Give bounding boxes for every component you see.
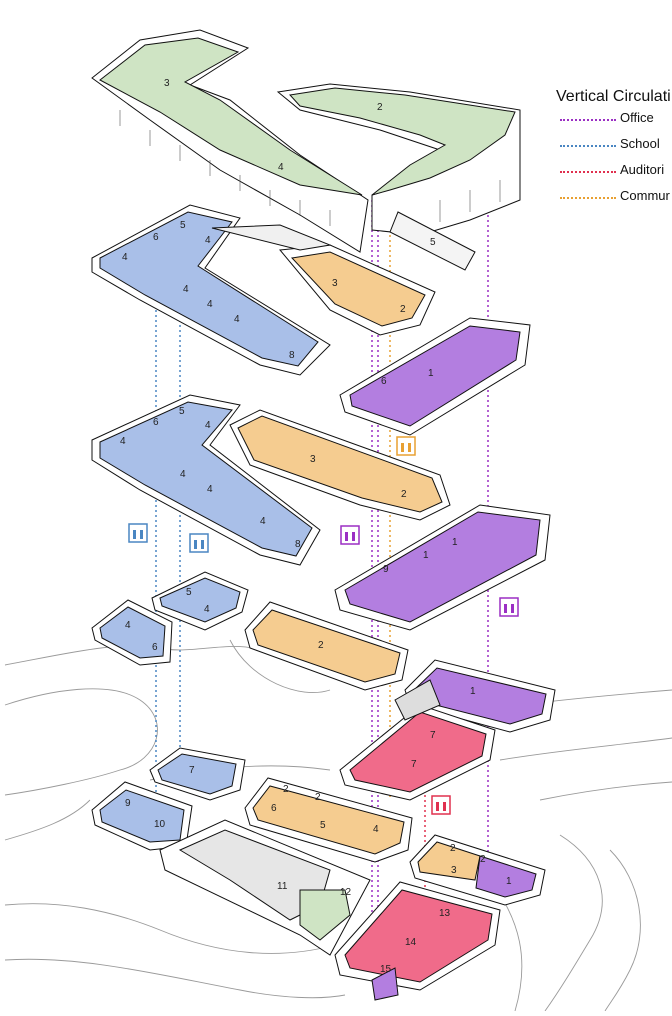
community-elevator-icon <box>396 436 416 456</box>
room-label: 2 <box>315 792 321 803</box>
room-label: 1 <box>423 550 429 561</box>
room-label: 6 <box>152 642 158 653</box>
legend-label: Office <box>620 110 654 125</box>
legend-item-school: School <box>556 134 672 158</box>
room-label: 2 <box>400 304 406 315</box>
office-elevator-icon <box>340 525 360 545</box>
room-label: 11 <box>277 881 288 892</box>
room-label: 4 <box>205 235 211 246</box>
level-k-community <box>244 777 413 863</box>
level-h <box>339 659 556 801</box>
room-label: 4 <box>278 162 284 173</box>
room-label: 6 <box>153 417 159 428</box>
legend-item-office: Office <box>556 108 672 132</box>
room-label: 2 <box>450 843 456 854</box>
legend-title: Vertical Circulati <box>556 88 671 105</box>
room-label: 6 <box>381 376 387 387</box>
room-label: 9 <box>383 564 389 575</box>
room-label: 12 <box>340 887 352 898</box>
room-label: 6 <box>153 232 159 243</box>
room-label: 7 <box>430 730 436 741</box>
room-label: 5 <box>430 237 436 248</box>
room-label: 2 <box>283 784 289 795</box>
ground-level <box>159 819 501 1001</box>
level-g-community <box>244 601 409 691</box>
level-d <box>334 504 551 631</box>
legend-label: Auditori <box>620 162 665 177</box>
circulation-icons <box>128 436 519 815</box>
room-label: 8 <box>289 350 295 361</box>
legend-item-auditorium: Auditori <box>556 160 672 184</box>
office-elevator-icon <box>499 597 519 617</box>
room-label: 8 <box>295 539 301 550</box>
room-label: 4 <box>207 299 213 310</box>
legend-item-community: Commur <box>556 186 672 210</box>
roof-level <box>91 29 521 271</box>
room-label: 3 <box>310 454 316 465</box>
room-label: 1 <box>452 537 458 548</box>
room-label: 2 <box>318 640 324 651</box>
room-label: 2 <box>377 102 383 113</box>
school-elevator-icon <box>189 533 209 553</box>
room-label: 4 <box>373 824 379 835</box>
legend-label: School <box>620 136 660 151</box>
school-line-swatch <box>560 145 616 147</box>
room-label: 9 <box>125 798 131 809</box>
room-label: 10 <box>154 819 166 830</box>
room-label: 5 <box>180 220 186 231</box>
level-c <box>91 394 451 566</box>
legend-label: Commur <box>620 188 670 203</box>
room-label: 3 <box>164 78 170 89</box>
level-a <box>91 204 436 376</box>
auditorium-line-swatch <box>560 171 616 173</box>
room-label: 5 <box>179 406 185 417</box>
room-label: 1 <box>506 876 512 887</box>
room-label: 5 <box>320 820 326 831</box>
room-label: 13 <box>439 908 451 919</box>
room-label: 4 <box>120 436 126 447</box>
room-label: 6 <box>271 803 277 814</box>
room-label: 2 <box>401 489 407 500</box>
room-label: 15 <box>380 964 392 975</box>
room-label: 3 <box>451 865 457 876</box>
office-line-swatch <box>560 119 616 121</box>
community-line-swatch <box>560 197 616 199</box>
room-label: 1 <box>428 368 434 379</box>
room-label: 1 <box>470 686 476 697</box>
room-label: 4 <box>207 484 213 495</box>
level-b <box>339 317 531 436</box>
room-label: 4 <box>204 604 210 615</box>
legend: Vertical Circulati Office School Auditor… <box>556 88 672 210</box>
auditorium-elevator-icon <box>431 795 451 815</box>
school-elevator-icon <box>128 523 148 543</box>
room-label: 4 <box>183 284 189 295</box>
room-label: 2 <box>480 854 486 865</box>
room-label: 4 <box>180 469 186 480</box>
level-m <box>409 834 546 906</box>
room-label: 4 <box>260 516 266 527</box>
room-label: 3 <box>332 278 338 289</box>
level-e-school-blocks <box>91 571 249 851</box>
room-label: 4 <box>205 420 211 431</box>
room-label: 14 <box>405 937 417 948</box>
room-label: 7 <box>189 765 195 776</box>
room-label: 7 <box>411 759 417 770</box>
room-label: 4 <box>122 252 128 263</box>
room-label: 5 <box>186 587 192 598</box>
room-label: 4 <box>125 620 131 631</box>
room-label: 4 <box>234 314 240 325</box>
room-labels: 3 2 4 5 4 6 5 4 4 4 4 8 3 2 1 6 5 4 6 4 … <box>120 78 512 975</box>
